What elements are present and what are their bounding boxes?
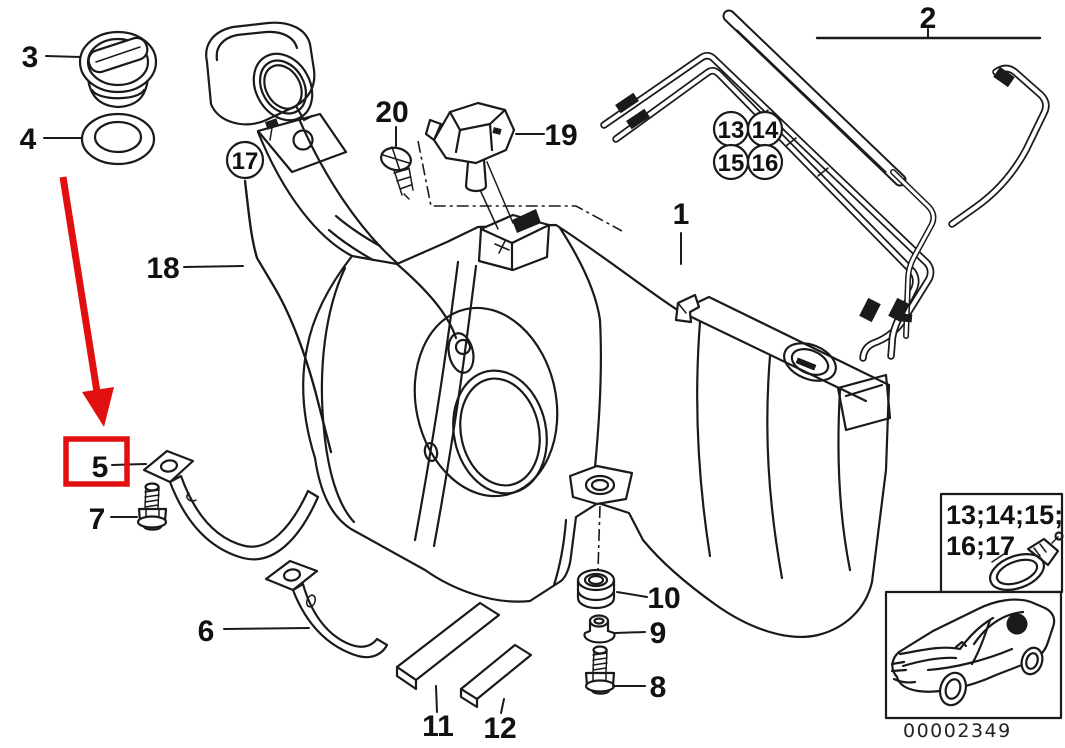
bolt-part-8-drawing	[584, 645, 616, 695]
filler-cap-part-3-drawing	[78, 30, 158, 109]
part-label-19[interactable]: 19	[544, 119, 577, 152]
hose-clamp-icon	[989, 531, 1064, 591]
document-number: 00002349	[903, 720, 1012, 742]
highlight-arrow	[59, 176, 101, 393]
highlight-box	[63, 436, 130, 487]
screw-part-20-drawing	[380, 146, 414, 200]
part-label-20[interactable]: 20	[375, 96, 408, 129]
fuel-sender-flange	[413, 306, 559, 498]
tension-strap-part-6-drawing	[264, 559, 389, 659]
rubber-pad-part-11-drawing	[395, 601, 501, 691]
circled-label-15[interactable]: 15	[718, 150, 745, 177]
fuel-lines-part-2-drawing	[600, 9, 1050, 362]
part-label-3[interactable]: 3	[22, 41, 39, 74]
tank-location-dot	[1006, 613, 1028, 635]
part-label-5[interactable]: 5	[92, 451, 109, 484]
circled-label-13[interactable]: 13	[718, 117, 745, 144]
tank-bottom-bracket	[568, 464, 634, 571]
part-label-2[interactable]: 2	[920, 2, 937, 35]
clamp-inset-box: 13;14;15; 16;17	[939, 492, 1064, 594]
circled-label-17[interactable]: 17	[232, 148, 259, 175]
rubber-pad-part-12-drawing	[459, 643, 533, 709]
part-label-12[interactable]: 12	[483, 712, 516, 745]
clamp-inset-line2: 16;17	[946, 531, 1015, 561]
part-label-8[interactable]: 8	[650, 671, 667, 704]
fuel-line-connectors	[615, 66, 1015, 323]
part-label-4[interactable]: 4	[20, 123, 37, 156]
clamp-inset-line1: 13;14;15;	[946, 500, 1063, 530]
part-label-9[interactable]: 9	[650, 617, 667, 650]
circled-label-14[interactable]: 14	[752, 117, 779, 144]
part-label-1[interactable]: 1	[673, 198, 690, 231]
grommet-part-10-drawing	[576, 568, 616, 610]
valve-part-19-drawing	[417, 101, 623, 232]
leader-lines	[43, 28, 1042, 714]
circled-part-labels: 13 14 15 16 17	[225, 110, 784, 181]
spacer-part-9-drawing	[583, 614, 616, 644]
part-label-11[interactable]: 11	[422, 710, 454, 743]
pump-cover-section	[674, 293, 892, 432]
car-icon	[890, 598, 1056, 707]
bolt-part-7-drawing	[136, 482, 168, 531]
highlight-arrowhead	[82, 387, 114, 427]
part-label-6[interactable]: 6	[198, 615, 215, 648]
highlight-annotation	[59, 176, 130, 487]
car-location-inset	[884, 590, 1063, 720]
circled-label-16[interactable]: 16	[752, 150, 779, 177]
tension-strap-part-5-drawing	[142, 449, 320, 561]
part-label-7[interactable]: 7	[89, 503, 106, 536]
valve-mount-bracket	[477, 209, 551, 272]
part-label-18[interactable]: 18	[146, 252, 179, 285]
fuel-tank-part-1-drawing	[302, 209, 892, 638]
seal-ring-part-4-drawing	[80, 112, 156, 166]
part-labels: 3 4 18 20 19 2 1 5 7 6 10 9 8 11 12	[20, 2, 937, 745]
part-label-10[interactable]: 10	[647, 582, 680, 615]
vent-pipe-part-18-drawing	[243, 179, 333, 454]
filler-neck-part-17-drawing	[205, 21, 399, 265]
